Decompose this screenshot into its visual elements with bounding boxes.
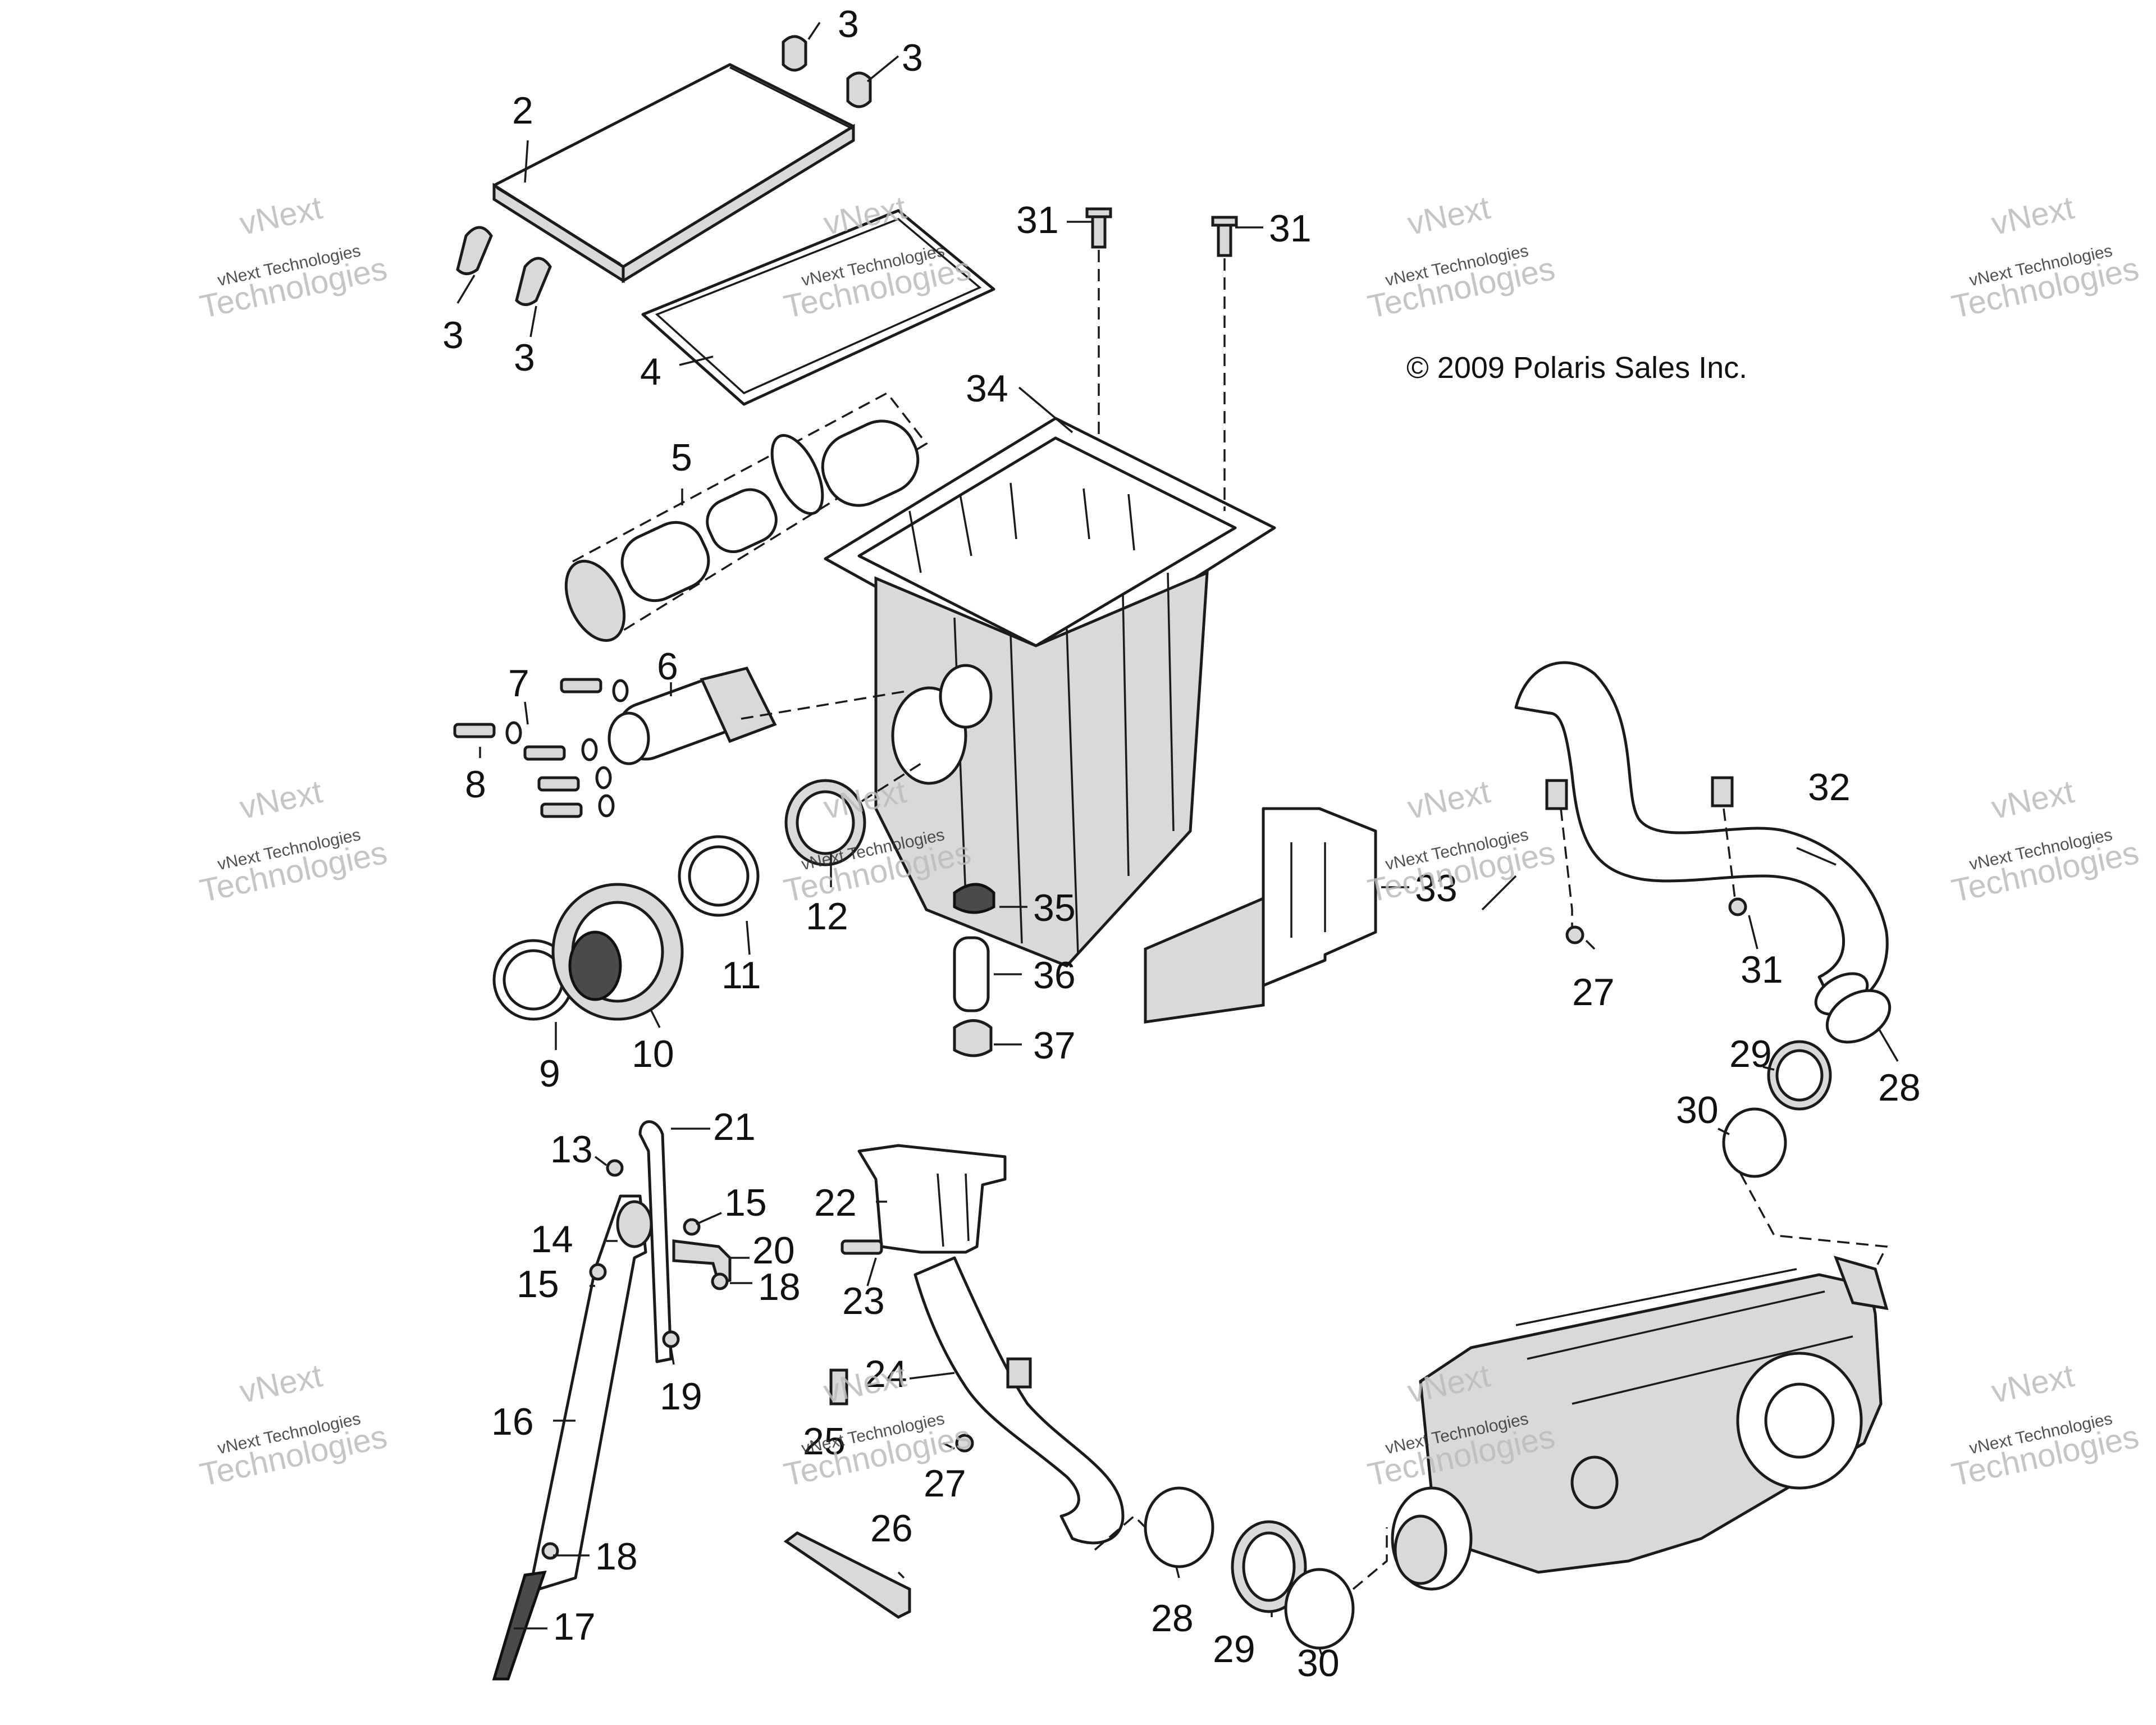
breather-hose (532, 1120, 673, 1591)
callout-26: 26 (870, 1507, 913, 1550)
svg-text:vNext: vNext (1988, 189, 2077, 242)
callout-3: 3 (902, 36, 923, 79)
callout-19: 19 (660, 1375, 702, 1418)
svg-text:vNext: vNext (236, 1357, 326, 1410)
small-fitting (541, 1159, 729, 1560)
callout-5: 5 (671, 436, 692, 479)
tie-strap (783, 1531, 911, 1619)
drain-assembly (953, 883, 995, 1057)
callout-20: 20 (752, 1229, 795, 1272)
svg-text:vNext: vNext (820, 1357, 910, 1410)
callout-14: 14 (531, 1218, 573, 1261)
bracket-bolt (841, 1239, 883, 1255)
clutch-intake-duct (1514, 661, 1889, 1016)
svg-text:vNext: vNext (1404, 773, 1493, 826)
watermark-stamp: vNext vNext Technologies Technologies (1948, 189, 2142, 325)
watermark-stamp: vNext vNext Technologies Technologies (197, 189, 390, 325)
airbox-gasket (641, 209, 995, 406)
callout-17: 17 (553, 1605, 596, 1648)
callout-3: 3 (514, 336, 535, 379)
callout-11: 11 (721, 954, 761, 997)
callout-8: 8 (465, 763, 486, 806)
callout-21: 21 (713, 1106, 756, 1148)
lower-intake-duct (913, 1256, 1125, 1545)
intake-adapter (607, 667, 777, 765)
callout-30: 30 (1297, 1642, 1340, 1685)
callout-6: 6 (657, 645, 678, 688)
watermark-stamp: vNext vNext Technologies Technologies (1364, 189, 1558, 325)
svg-text:vNext: vNext (1988, 773, 2077, 826)
duct-screw (1565, 897, 1747, 944)
callout-29: 29 (1213, 1628, 1255, 1671)
svg-text:vNext: vNext (1988, 1357, 2077, 1410)
callout-16: 16 (491, 1400, 534, 1443)
callout-23: 23 (842, 1280, 885, 1322)
duct-clamp (1722, 989, 1892, 1178)
filter-breather (616, 1200, 732, 1285)
intake-coupler (784, 779, 866, 866)
callout-28: 28 (1878, 1066, 1921, 1109)
callout-37: 37 (1033, 1024, 1076, 1067)
callout-18: 18 (758, 1266, 801, 1308)
callout-9: 9 (539, 1052, 560, 1095)
callout-10: 10 (632, 1033, 674, 1075)
callout-24: 24 (865, 1353, 907, 1395)
callout-31: 31 (1741, 948, 1783, 991)
drain-tube (492, 1570, 547, 1681)
callout-15: 15 (517, 1263, 559, 1306)
fastener-bolt (453, 678, 629, 818)
callout-7: 7 (508, 662, 529, 705)
callout-27: 27 (1572, 971, 1615, 1014)
callout-31: 31 (1269, 207, 1312, 250)
svg-text:vNext: vNext (236, 189, 326, 242)
callout-33: 33 (1415, 867, 1458, 910)
mounting-bracket (857, 1144, 1007, 1254)
callout-27: 27 (924, 1462, 966, 1505)
clutch-cover (1391, 1256, 1889, 1591)
svg-text:vNext: vNext (1404, 189, 1493, 242)
airbox-housing (824, 417, 1276, 968)
callout-3: 3 (442, 314, 464, 357)
airbox-cover (492, 63, 855, 284)
callout-32: 32 (1808, 766, 1851, 809)
filter-element-kit (564, 391, 928, 642)
watermark-stamp: vNext vNext Technologies Technologies (1364, 773, 1558, 909)
airbox-bolt (1085, 207, 1238, 257)
watermark-stamp: vNext vNext Technologies Technologies (197, 1357, 390, 1493)
duct-screw (829, 1368, 974, 1453)
watermark-stamp: vNext vNext Technologies Technologies (1948, 773, 2142, 909)
lower-duct-clamp (1144, 1486, 1355, 1650)
callout-30: 30 (1676, 1089, 1719, 1131)
callout-36: 36 (1033, 954, 1076, 997)
leader-lines (456, 22, 1899, 1657)
callout-12: 12 (806, 895, 848, 938)
callout-22: 22 (814, 1181, 857, 1224)
air-duct (1144, 807, 1377, 1024)
svg-text:vNext: vNext (236, 773, 326, 826)
callout-34: 34 (966, 367, 1008, 410)
callout-28: 28 (1151, 1597, 1194, 1640)
callout-35: 35 (1033, 887, 1076, 929)
callout-2: 2 (512, 89, 533, 132)
callout-4: 4 (640, 350, 661, 393)
callout-31: 31 (1016, 199, 1059, 241)
callout-18: 18 (595, 1535, 638, 1578)
watermark-stamp: vNext vNext Technologies Technologies (1948, 1357, 2142, 1493)
callout-25: 25 (803, 1420, 846, 1463)
intake-boot (551, 883, 684, 1021)
callout-labels: 3 3 2 3 3 4 5 34 31 31 6 7 8 9 10 11 12 … (442, 3, 1921, 1685)
watermark-stamp: vNext vNext Technologies Technologies (197, 773, 390, 909)
callout-13: 13 (550, 1128, 593, 1171)
cover-clip (456, 35, 872, 306)
callout-29: 29 (1729, 1033, 1772, 1075)
callout-3: 3 (838, 3, 859, 45)
copyright-notice: © 2009 Polaris Sales Inc. (1406, 351, 1747, 385)
callout-15: 15 (724, 1181, 767, 1224)
